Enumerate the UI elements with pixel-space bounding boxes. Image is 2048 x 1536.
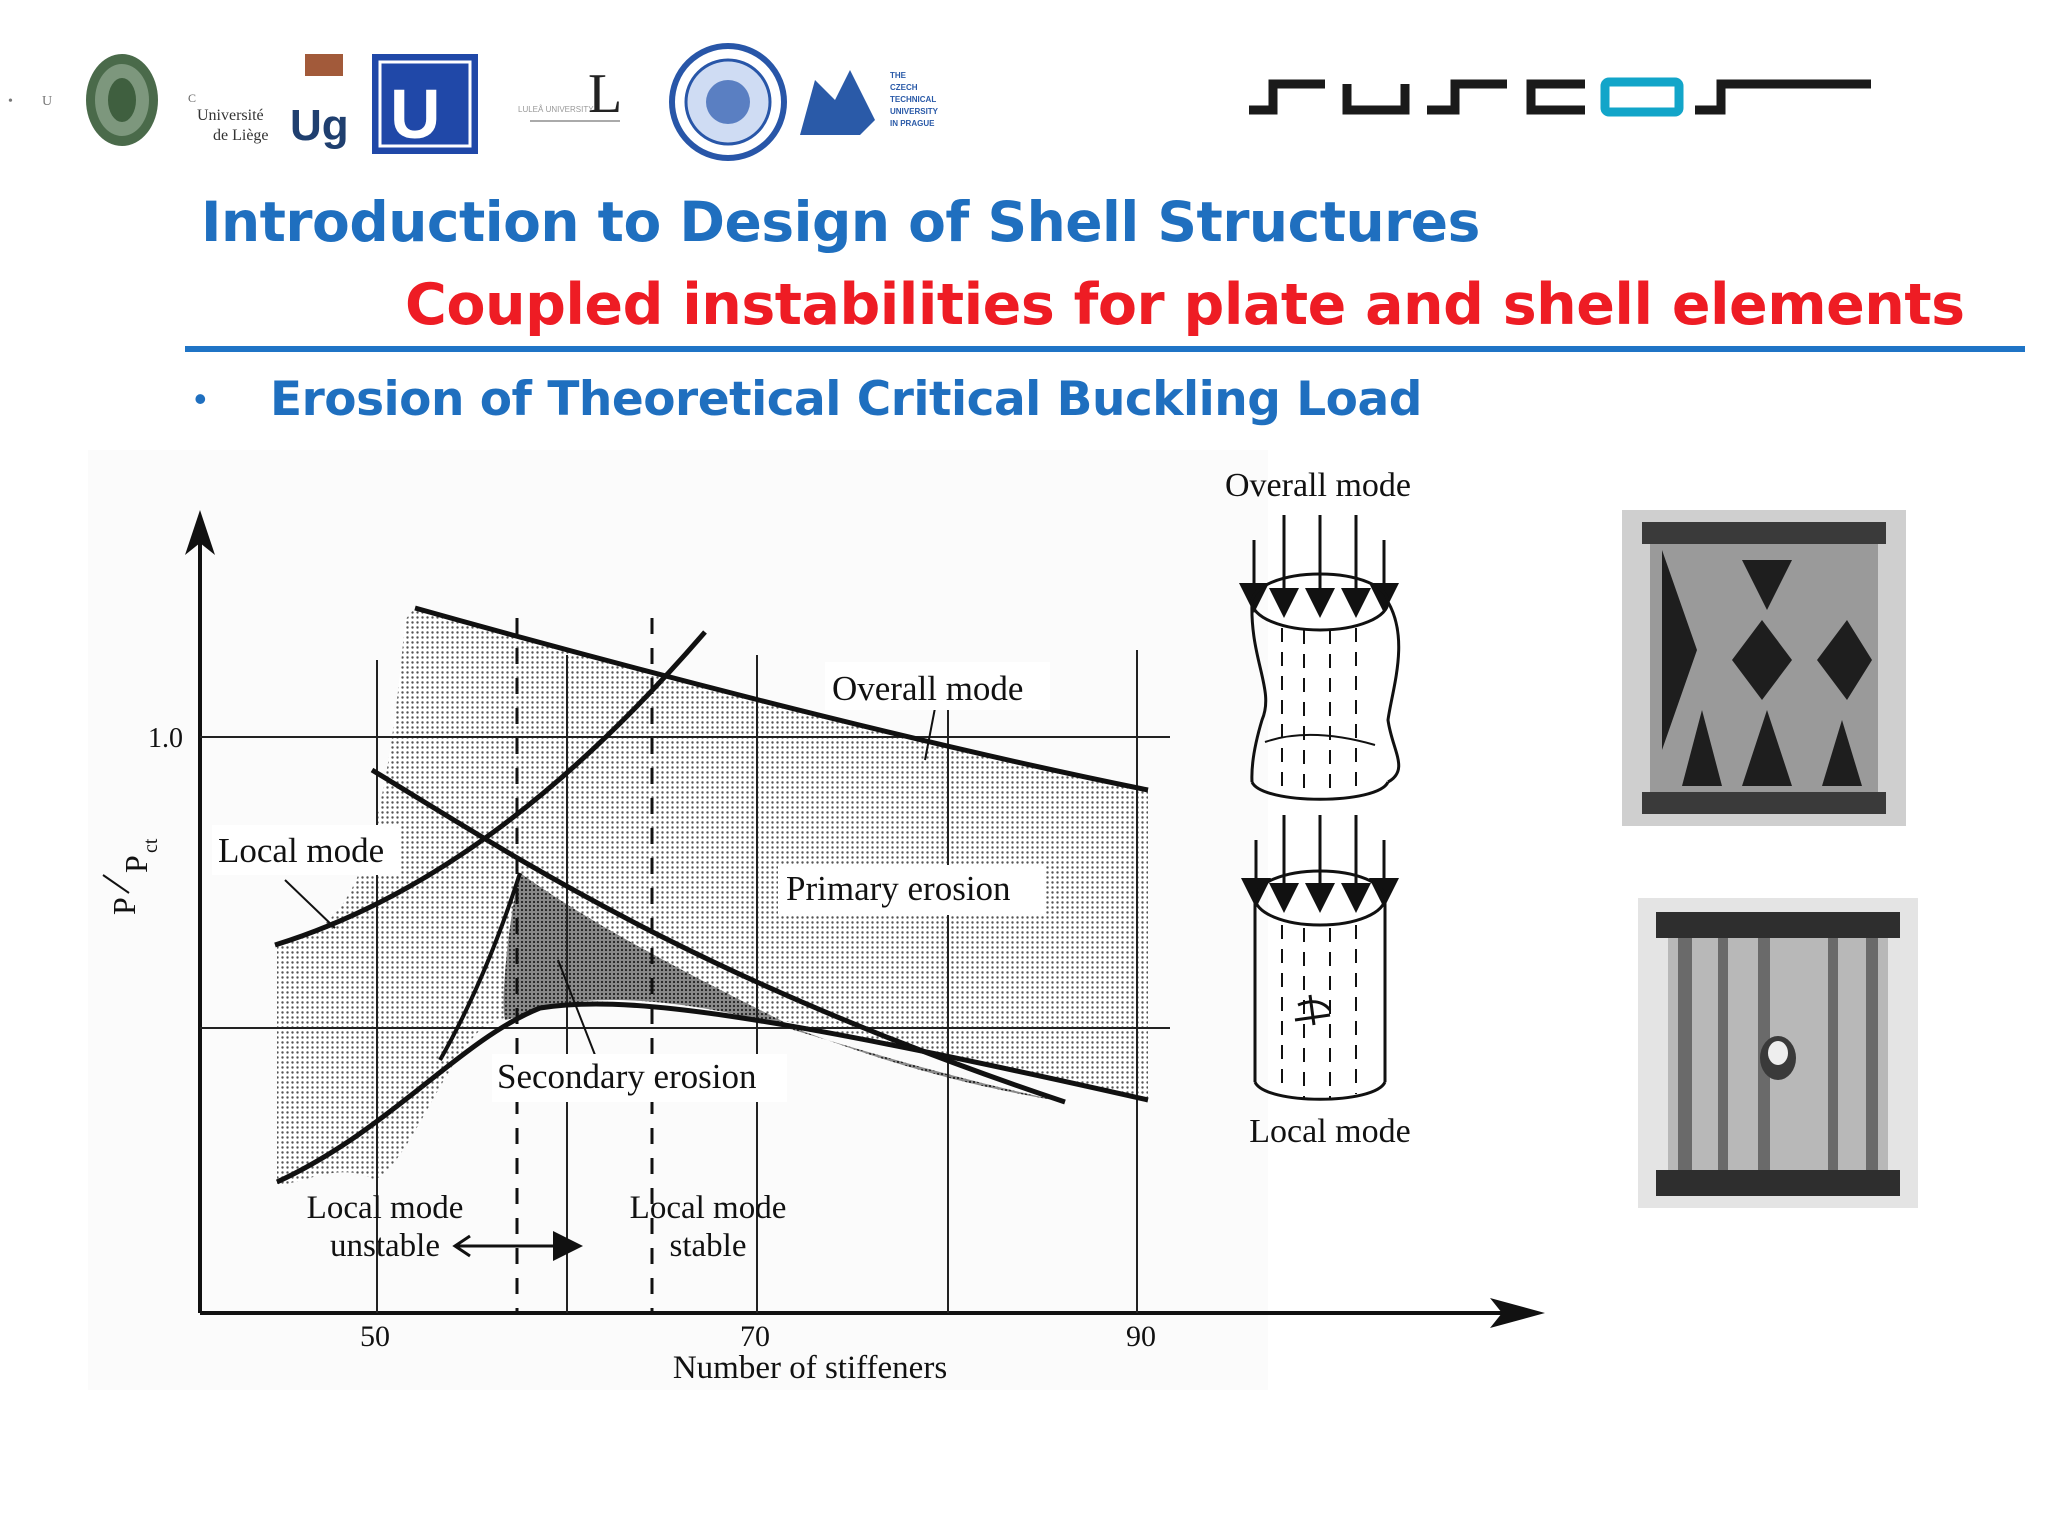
primary-erosion-label: Primary erosion [786, 869, 1011, 908]
naples-seal-logo [669, 43, 787, 161]
lulea-logo: LULEÅ UNIVERSITY L [518, 63, 622, 125]
buckling-erosion-figure: 1.0 50 70 90 Number of stiffeners P P ct… [88, 450, 1545, 1390]
svg-text:TECHNICAL: TECHNICAL [890, 95, 936, 104]
secondary-boundary [438, 872, 522, 1061]
universite-de-liege-logo: C Université de Liège [188, 91, 269, 144]
secondary-erosion-leader [557, 959, 596, 1056]
x-axis-label: Number of stiffeners [673, 1350, 947, 1386]
local-mode-leader [284, 879, 336, 929]
local-mode-cylinder [1241, 815, 1399, 1101]
local-label-bg [212, 825, 400, 875]
y-label-denominator: P [118, 855, 154, 873]
svg-text:CZECH: CZECH [890, 83, 918, 92]
y-tick-1: 1.0 [148, 723, 183, 754]
svg-text:Université: Université [197, 107, 264, 124]
secondary-erosion-region [503, 873, 1066, 1102]
stability-boundaries [515, 618, 654, 1313]
svg-text:U: U [42, 94, 52, 109]
unstable-arrowhead-left [452, 1234, 471, 1258]
y-axis-arrow [185, 510, 215, 555]
overall-mode-test-photo [1622, 510, 1906, 826]
overall-mode-curve [414, 605, 1149, 793]
svg-text:THE: THE [890, 71, 907, 80]
local-mode-diagram-label: Local mode [1249, 1113, 1410, 1150]
svg-text:•: • [8, 94, 13, 109]
local-buckled-cylinder-image [1638, 898, 1918, 1208]
stable-label-line1: Local mode [630, 1190, 787, 1226]
secondary-erosion-label: Secondary erosion [497, 1057, 757, 1096]
bullet-text: Erosion of Theoretical Critical Buckling… [270, 372, 1422, 427]
y-label-numerator: P [106, 897, 142, 915]
primary-erosion-region [277, 608, 1148, 1185]
overall-buckled-cylinder-image [1622, 510, 1906, 826]
svg-text:LULEÅ UNIVERSITY: LULEÅ UNIVERSITY [518, 105, 594, 114]
overall-mode-cylinder [1239, 515, 1401, 801]
title-divider [185, 346, 2025, 352]
svg-text:UNIVERSITY: UNIVERSITY [890, 107, 939, 116]
x-tick-50: 50 [360, 1320, 390, 1353]
seal-logo: • U [8, 54, 158, 146]
y-label-subscript: ct [140, 838, 162, 853]
load-arrows-bottom [1241, 815, 1399, 913]
svg-text:L: L [588, 63, 622, 125]
svg-text:de Liège: de Liège [213, 127, 269, 144]
slide-title: Introduction to Design of Shell Structur… [201, 190, 1480, 254]
overall-mode-leader [924, 707, 936, 761]
overall-mode-label: Overall mode [832, 669, 1023, 708]
overall-mode-diagram-label: Overall mode [1225, 467, 1411, 504]
coupled-curve-lower [275, 1001, 1149, 1185]
unstable-label-line2: unstable [330, 1228, 440, 1264]
bullet-marker: • [194, 378, 207, 419]
overall-label-bg [825, 662, 1050, 710]
svg-text:Ug: Ug [290, 101, 349, 150]
local-mode-label: Local mode [218, 831, 384, 870]
stable-label-line2: stable [670, 1228, 747, 1264]
x-axis-arrow [1490, 1298, 1545, 1328]
ctu-prague-logo: THE CZECH TECHNICAL UNIVERSITY IN PRAGUE [800, 70, 939, 135]
logo-strip: • U C Université de Liège Ug U LULEÅ UNI… [8, 43, 939, 161]
svg-text:C: C [188, 91, 196, 105]
svg-text:IN PRAGUE: IN PRAGUE [890, 119, 935, 128]
ulg-logo: Ug [290, 54, 349, 150]
slide-subtitle: Coupled instabilities for plate and shel… [405, 272, 1965, 338]
svg-text:U: U [390, 75, 441, 153]
unstable-label-line1: Local mode [307, 1190, 464, 1226]
local-mode-curve [274, 630, 707, 948]
primary-label-bg [778, 865, 1046, 915]
upt-logo: U [372, 54, 478, 154]
x-tick-70: 70 [740, 1320, 770, 1353]
y-axis-label: P P ct [102, 838, 162, 915]
load-arrows-top [1239, 515, 1399, 618]
x-tick-90: 90 [1126, 1320, 1156, 1353]
local-mode-test-photo [1638, 898, 1918, 1208]
secondary-label-bg [492, 1054, 787, 1102]
suscos-wordmark-icon [1249, 77, 1871, 117]
